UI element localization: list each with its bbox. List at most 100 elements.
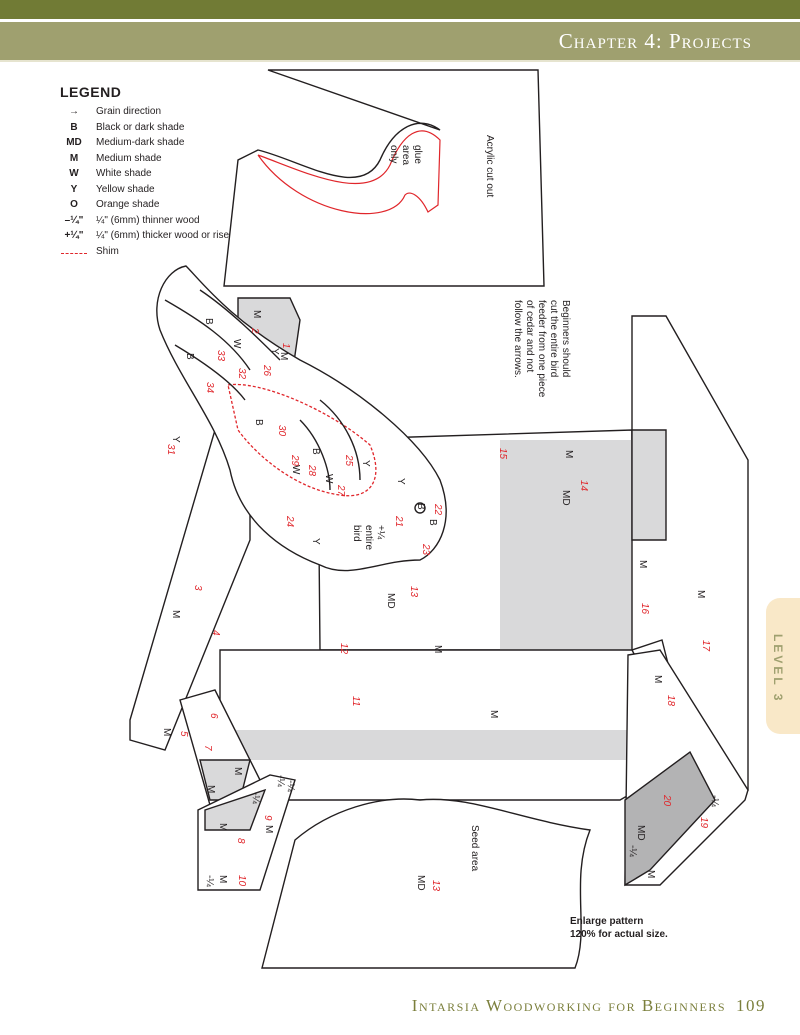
svg-text:bird: bird xyxy=(351,525,362,542)
svg-text:M: M xyxy=(251,310,262,318)
legend-label: Medium-dark shade xyxy=(96,137,185,149)
svg-text:3: 3 xyxy=(192,585,203,591)
svg-text:W: W xyxy=(323,474,334,484)
legend-item: +¼" ¼" (6mm) thicker wood or riser xyxy=(60,228,233,244)
grain-arrow-icon: → xyxy=(69,106,79,118)
legend-label: White shade xyxy=(96,168,152,180)
svg-text:cut the entire bird: cut the entire bird xyxy=(548,300,559,377)
svg-text:Beginners should: Beginners should xyxy=(560,300,571,377)
svg-text:M: M xyxy=(563,450,574,458)
back-panel-shade xyxy=(500,440,632,650)
legend-label: Black or dark shade xyxy=(96,121,185,133)
svg-text:of cedar and not: of cedar and not xyxy=(524,300,535,372)
svg-text:21: 21 xyxy=(393,515,404,527)
svg-text:MD: MD xyxy=(560,490,571,506)
svg-text:W: W xyxy=(231,339,242,349)
legend-key: MD xyxy=(66,137,82,149)
svg-text:17: 17 xyxy=(700,640,711,652)
svg-text:-¼: -¼ xyxy=(627,845,639,857)
legend-key: +¼" xyxy=(64,230,84,242)
legend-key: O xyxy=(70,199,78,211)
svg-text:4: 4 xyxy=(210,630,221,636)
svg-text:22: 22 xyxy=(432,503,443,516)
legend-key: W xyxy=(69,168,79,180)
legend-key: B xyxy=(70,121,78,133)
svg-text:MD: MD xyxy=(415,875,426,891)
svg-text:M: M xyxy=(263,825,274,833)
level-label: LEVEL 3 xyxy=(771,634,785,704)
legend-item: W White shade xyxy=(60,166,232,182)
page-number: 109 xyxy=(736,996,766,1015)
svg-text:B: B xyxy=(253,419,264,426)
legend-key: M xyxy=(69,152,79,164)
svg-text:24: 24 xyxy=(284,515,295,528)
legend-item: → Grain direction xyxy=(60,104,232,120)
legend-key: –¼" xyxy=(64,214,84,226)
svg-text:12: 12 xyxy=(338,643,349,655)
piece-numbers: 1 2 3 4 5 6 7 8 9 10 11 12 13 13 14 15 1… xyxy=(165,327,711,892)
legend-label: Yellow shade xyxy=(96,183,155,195)
svg-text:Y: Y xyxy=(269,348,280,355)
svg-text:glue: glue xyxy=(412,145,423,164)
svg-text:29: 29 xyxy=(289,454,300,467)
legend-label: Orange shade xyxy=(96,199,160,211)
svg-text:+¼: +¼ xyxy=(375,525,387,540)
svg-text:M: M xyxy=(205,785,216,793)
svg-text:28: 28 xyxy=(306,464,317,477)
acrylic-label: Acrylic cut out xyxy=(484,135,495,197)
legend-label: ¼" (6mm) thicker wood or riser xyxy=(96,230,233,242)
chapter-title: Chapter 4: Projects xyxy=(558,29,752,53)
base-shade xyxy=(220,730,690,760)
svg-text:follow the arrows.: follow the arrows. xyxy=(512,300,523,378)
svg-text:entire: entire xyxy=(363,525,374,550)
acrylic-piece xyxy=(223,69,545,287)
svg-text:9: 9 xyxy=(262,815,273,821)
svg-text:M: M xyxy=(161,728,172,736)
svg-text:8: 8 xyxy=(235,838,246,844)
piece-20 xyxy=(624,750,716,887)
beginners-note: Beginners should cut the entire bird fee… xyxy=(512,300,571,398)
legend-key: Y xyxy=(70,183,78,195)
entire-bird-label: +¼ entire bird xyxy=(351,525,387,550)
shade-labels: M M M MD MD M M M M M M M M M M M M MD M… xyxy=(161,310,721,891)
svg-text:19: 19 xyxy=(698,817,709,829)
legend-item: Shim xyxy=(60,244,232,260)
svg-text:M: M xyxy=(432,645,443,653)
svg-text:10: 10 xyxy=(236,875,247,887)
svg-text:7: 7 xyxy=(202,745,213,751)
svg-text:Y: Y xyxy=(360,460,371,467)
note-line: 120% for actual size. xyxy=(570,929,668,940)
svg-text:-¼: -¼ xyxy=(250,792,262,804)
bird-body xyxy=(156,265,447,572)
svg-text:33: 33 xyxy=(215,350,226,362)
svg-text:13: 13 xyxy=(430,880,441,892)
svg-text:M: M xyxy=(217,823,228,831)
level-tab xyxy=(766,598,800,734)
legend-label: Grain direction xyxy=(96,106,162,118)
svg-text:11: 11 xyxy=(350,696,361,706)
svg-text:27: 27 xyxy=(335,484,346,497)
svg-text:Y: Y xyxy=(170,436,181,443)
chapter-header: Chapter 4: Projects xyxy=(0,22,800,62)
wing-lines xyxy=(164,289,361,491)
svg-text:area: area xyxy=(400,145,411,165)
svg-text:M: M xyxy=(637,560,648,568)
svg-text:Seed area: Seed area xyxy=(469,825,480,872)
lower-foot-shade xyxy=(204,788,267,831)
shim-line-icon xyxy=(60,246,88,257)
svg-text:32: 32 xyxy=(236,368,247,380)
legend-label: Shim xyxy=(96,245,119,257)
svg-text:M: M xyxy=(278,352,289,360)
svg-text:14: 14 xyxy=(578,480,589,492)
legend-label: ¼" (6mm) thinner wood xyxy=(96,214,200,226)
legend-item: B Black or dark shade xyxy=(60,120,232,136)
enlarge-note: Enlarge pattern 120% for actual size. xyxy=(570,915,668,941)
legend-item: Y Yellow shade xyxy=(60,182,232,198)
svg-text:26: 26 xyxy=(261,364,272,377)
svg-text:-¼: -¼ xyxy=(275,775,287,787)
bird-eye xyxy=(414,502,426,514)
